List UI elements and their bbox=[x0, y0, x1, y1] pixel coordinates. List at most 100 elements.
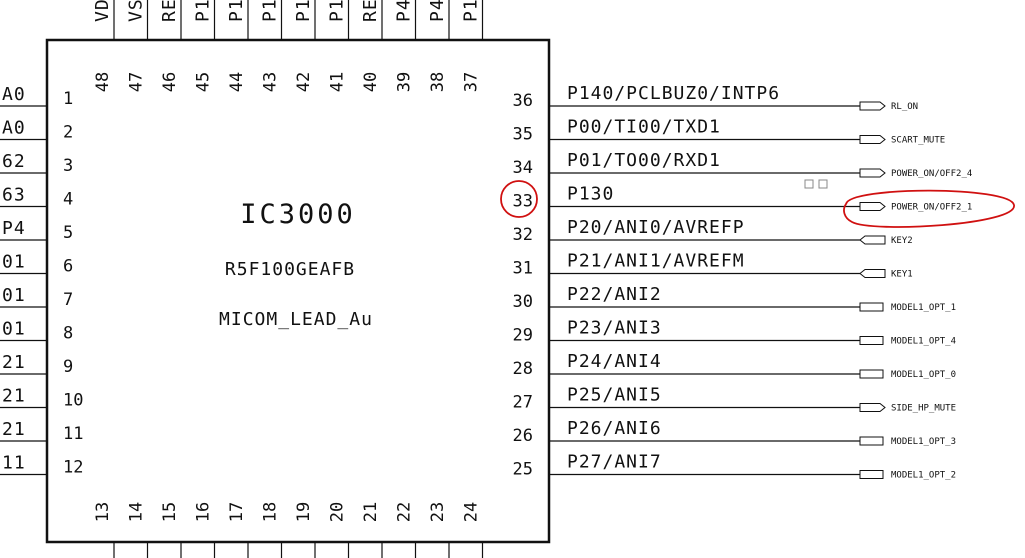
top-pin-label: P4 bbox=[394, 0, 415, 22]
top-pin-label: P1 bbox=[193, 0, 214, 22]
left-pin-number: 2 bbox=[63, 123, 73, 143]
net-port-symbol[interactable] bbox=[859, 168, 886, 178]
left-pin-number: 9 bbox=[63, 357, 73, 377]
right-pin-number: 25 bbox=[513, 460, 533, 480]
net-port-symbol[interactable] bbox=[859, 336, 884, 345]
net-port-symbol[interactable] bbox=[859, 302, 884, 312]
marker-square-left bbox=[804, 179, 814, 189]
chip-body[interactable] bbox=[45, 38, 551, 544]
right-pin-signal: P01/TO00/RXD1 bbox=[567, 150, 721, 171]
net-label: SIDE_HP_MUTE bbox=[891, 404, 956, 414]
left-pin-number: 8 bbox=[63, 324, 73, 344]
right-pin-number: 35 bbox=[513, 125, 533, 145]
top-pin-number: 43 bbox=[261, 72, 281, 92]
top-pin-number: 45 bbox=[194, 72, 214, 92]
bottom-pin-number: 14 bbox=[127, 502, 147, 522]
net-highlight-loop bbox=[843, 189, 1015, 228]
bottom-pin-number: 15 bbox=[160, 502, 180, 522]
right-pin-number: 33 bbox=[513, 192, 533, 212]
top-pin-number: 48 bbox=[93, 72, 113, 92]
net-port-symbol[interactable] bbox=[859, 470, 884, 479]
top-pin-number: 38 bbox=[428, 72, 448, 92]
bottom-pin-number: 20 bbox=[328, 502, 348, 522]
left-pin-number: 1 bbox=[63, 89, 73, 109]
bottom-pin-number: 22 bbox=[395, 502, 415, 522]
net-port-symbol[interactable] bbox=[859, 235, 886, 245]
left-pin-number: 11 bbox=[63, 424, 83, 444]
left-pin-label: 01 bbox=[2, 252, 26, 273]
bottom-pin-number: 19 bbox=[294, 502, 314, 522]
net-port-symbol[interactable] bbox=[859, 403, 886, 412]
right-pin-signal: P00/TI00/TXD1 bbox=[567, 117, 721, 138]
net-label: MODEL1_OPT_4 bbox=[891, 337, 956, 347]
top-pin-number: 47 bbox=[127, 72, 147, 92]
chip-value: MICOM_LEAD_Au bbox=[219, 309, 373, 330]
top-pin-label: RE bbox=[360, 0, 381, 22]
left-pin-label: 21 bbox=[2, 352, 26, 373]
top-pin-label: VS bbox=[126, 0, 147, 22]
net-port-symbol[interactable] bbox=[859, 202, 886, 211]
top-pin-number: 39 bbox=[395, 72, 415, 92]
top-pin-label: P1 bbox=[461, 0, 482, 22]
left-pin-label: 63 bbox=[2, 185, 26, 206]
top-pin-label: P1 bbox=[293, 0, 314, 22]
left-pin-label: 62 bbox=[2, 151, 26, 172]
net-label: MODEL1_OPT_0 bbox=[891, 370, 956, 380]
top-pin-number: 40 bbox=[361, 72, 381, 92]
left-pin-label: 11 bbox=[2, 453, 26, 474]
bottom-pin-number: 16 bbox=[194, 502, 214, 522]
chip-reference: IC3000 bbox=[240, 199, 356, 230]
net-label: MODEL1_OPT_1 bbox=[891, 303, 956, 313]
net-port-symbol[interactable] bbox=[859, 101, 886, 111]
left-pin-number: 6 bbox=[63, 257, 73, 277]
bottom-pin-number: 18 bbox=[261, 502, 281, 522]
left-pin-label: 21 bbox=[2, 419, 26, 440]
right-pin-number: 31 bbox=[513, 259, 533, 279]
bottom-pin-number: 24 bbox=[462, 502, 482, 522]
right-pin-number: 30 bbox=[513, 292, 533, 312]
left-pin-label: A0 bbox=[2, 84, 26, 105]
right-pin-signal: P22/ANI2 bbox=[567, 284, 662, 305]
net-port-symbol[interactable] bbox=[859, 269, 886, 278]
right-pin-number: 29 bbox=[513, 326, 533, 346]
net-label: SCART_MUTE bbox=[891, 136, 945, 146]
right-pin-number: 28 bbox=[513, 359, 533, 379]
net-port-symbol[interactable] bbox=[859, 369, 884, 379]
right-pin-signal: P130 bbox=[567, 184, 614, 205]
left-pin-number: 12 bbox=[63, 458, 83, 478]
top-pin-group: VD48VS47RE46P145P144P143P142P141RE40P439… bbox=[92, 0, 484, 92]
right-pin-signal: P27/ANI7 bbox=[567, 452, 662, 473]
net-label: POWER_ON/OFF2_4 bbox=[891, 169, 972, 179]
net-port-symbol[interactable] bbox=[859, 436, 884, 446]
pin-33-highlight-circle bbox=[500, 180, 538, 218]
net-label: POWER_ON/OFF2_1 bbox=[891, 203, 972, 213]
right-pin-signal: P140/PCLBUZ0/INTP6 bbox=[567, 83, 780, 104]
bottom-pin-number: 21 bbox=[361, 502, 381, 522]
left-pin-number: 3 bbox=[63, 156, 73, 176]
left-pin-number: 5 bbox=[63, 223, 73, 243]
left-pin-label: 01 bbox=[2, 319, 26, 340]
top-pin-number: 42 bbox=[294, 72, 314, 92]
top-pin-label: RE bbox=[159, 0, 180, 22]
right-pin-number: 34 bbox=[513, 158, 533, 178]
left-pin-label: A0 bbox=[2, 118, 26, 139]
top-pin-label: P1 bbox=[226, 0, 247, 22]
top-pin-label: P1 bbox=[327, 0, 348, 22]
net-port-symbol[interactable] bbox=[859, 135, 886, 144]
bottom-pin-group: 13 14 15 16 17 18 19 20 21 22 23 24 bbox=[93, 502, 484, 558]
top-pin-number: 37 bbox=[462, 72, 482, 92]
right-pin-number: 32 bbox=[513, 225, 533, 245]
top-pin-label: P4 bbox=[427, 0, 448, 22]
right-pin-number: 27 bbox=[513, 393, 533, 413]
left-pin-number: 10 bbox=[63, 391, 83, 411]
bottom-pin-number: 13 bbox=[93, 502, 113, 522]
top-pin-number: 46 bbox=[160, 72, 180, 92]
top-pin-label: P1 bbox=[260, 0, 281, 22]
right-pin-number: 36 bbox=[513, 91, 533, 111]
right-pin-signal: P21/ANI1/AVREFM bbox=[567, 251, 745, 272]
bottom-pin-number: 17 bbox=[227, 502, 247, 522]
bottom-pin-number: 23 bbox=[428, 502, 448, 522]
